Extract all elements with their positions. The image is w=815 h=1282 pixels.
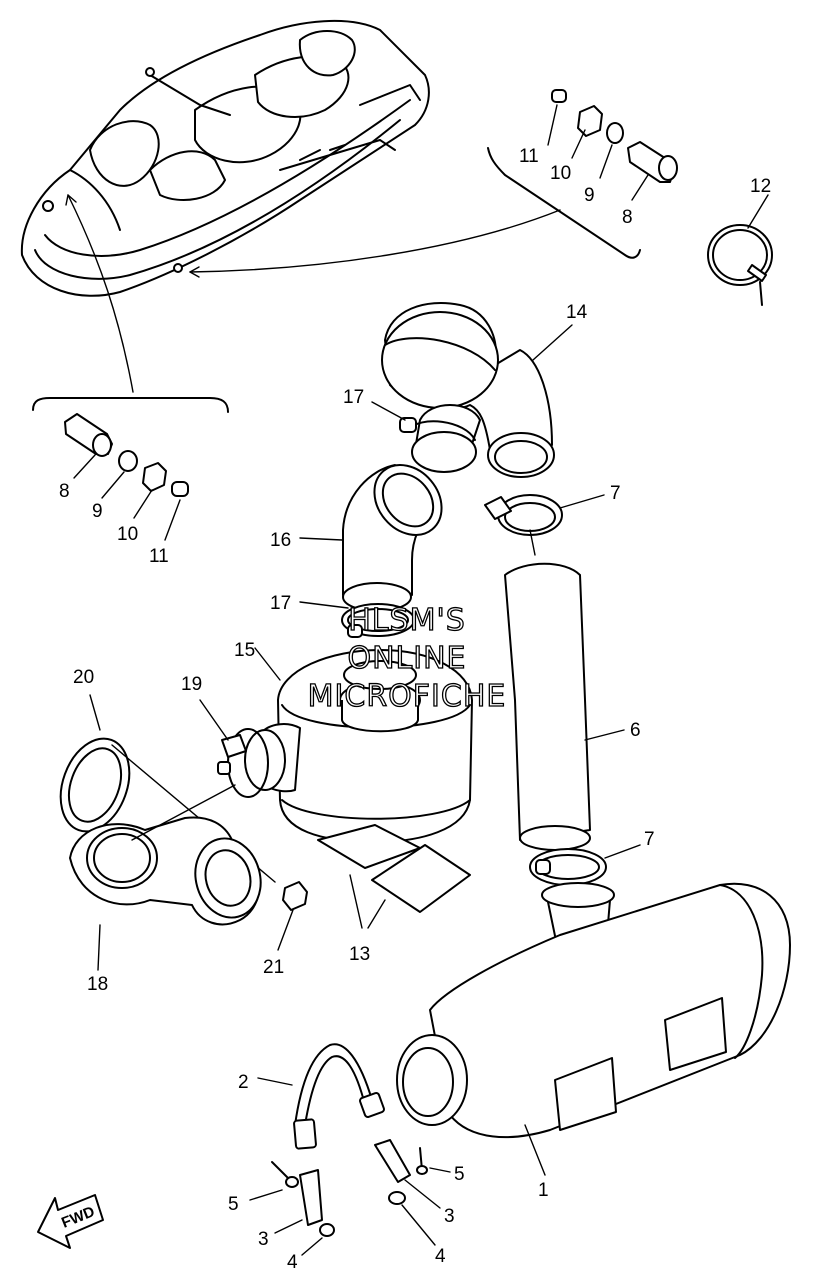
leader-craft-left bbox=[67, 194, 134, 393]
callout-3-right: 3 bbox=[444, 1206, 455, 1227]
callout-8-left: 8 bbox=[59, 481, 70, 502]
callout-5-right: 5 bbox=[454, 1164, 465, 1185]
muffler-1 bbox=[396, 882, 791, 1176]
fasteners-left bbox=[249, 1161, 335, 1256]
callout-18: 18 bbox=[87, 974, 108, 995]
callout-5-left: 5 bbox=[228, 1194, 239, 1215]
callout-17-lower: 17 bbox=[270, 593, 291, 614]
air-box-15 bbox=[244, 647, 473, 843]
callout-20: 20 bbox=[73, 667, 94, 688]
intake-duct-18 bbox=[69, 784, 262, 971]
hose-clamp-7-lower bbox=[529, 844, 641, 886]
callout-10-right: 10 bbox=[550, 163, 571, 184]
callout-8-right: 8 bbox=[622, 207, 633, 228]
fasteners-right bbox=[374, 1139, 451, 1246]
hardware-group-left bbox=[64, 413, 189, 541]
callout-9-right: 9 bbox=[584, 185, 595, 206]
callout-21: 21 bbox=[263, 957, 284, 978]
strap-2 bbox=[257, 1043, 385, 1150]
callout-19: 19 bbox=[181, 674, 202, 695]
fwd-arrow-icon: FWD bbox=[37, 1194, 104, 1249]
leader-craft-right bbox=[189, 209, 561, 273]
callout-12: 12 bbox=[750, 176, 771, 197]
watermark-line-1: HLSM'S bbox=[348, 603, 466, 638]
rubber-elbow-16 bbox=[299, 464, 443, 612]
callout-16: 16 bbox=[270, 530, 291, 551]
callout-7-upper: 7 bbox=[610, 483, 621, 504]
watermark-line-3: MICROFICHE bbox=[308, 679, 507, 714]
arrowhead-left bbox=[65, 194, 77, 206]
callout-9-left: 9 bbox=[92, 501, 103, 522]
hose-6 bbox=[504, 529, 625, 851]
callout-11-right: 11 bbox=[519, 146, 539, 167]
rubber-elbow-14 bbox=[381, 302, 573, 478]
hose-clamp-7-upper bbox=[484, 494, 605, 536]
callout-17-upper: 17 bbox=[343, 387, 364, 408]
callout-11-left: 11 bbox=[149, 546, 169, 567]
hose-clamp-17-lower bbox=[299, 601, 415, 638]
callout-7-lower: 7 bbox=[644, 829, 655, 850]
watermark-line-2: ONLINE bbox=[347, 641, 466, 676]
callout-3-left: 3 bbox=[258, 1229, 269, 1250]
watercraft-illustration bbox=[20, 19, 430, 297]
arrowhead-right bbox=[189, 266, 200, 278]
bracket-right bbox=[487, 147, 641, 259]
callout-15: 15 bbox=[234, 640, 255, 661]
callout-4-right: 4 bbox=[435, 1246, 446, 1267]
callout-4-left: 4 bbox=[287, 1252, 298, 1273]
hose-clamp-17-upper bbox=[371, 401, 476, 441]
callout-10-left: 10 bbox=[117, 524, 138, 545]
hardware-group-right bbox=[547, 89, 678, 201]
callout-1: 1 bbox=[538, 1180, 549, 1201]
bracket-left bbox=[32, 397, 229, 413]
hose-clamp-19 bbox=[199, 699, 269, 798]
callout-14: 14 bbox=[566, 302, 588, 323]
foam-pads-13 bbox=[317, 824, 471, 929]
callout-6: 6 bbox=[630, 720, 641, 741]
callout-2: 2 bbox=[238, 1072, 249, 1093]
bolt-21 bbox=[277, 881, 308, 951]
watermark: HLSM'S ONLINE MICROFICHE bbox=[307, 602, 507, 714]
callout-numbers: 1 2 3 3 4 4 5 5 6 7 7 8 8 9 9 10 10 11 1… bbox=[59, 146, 771, 1273]
callout-13: 13 bbox=[349, 944, 370, 965]
hose-clamp-12 bbox=[707, 194, 773, 306]
